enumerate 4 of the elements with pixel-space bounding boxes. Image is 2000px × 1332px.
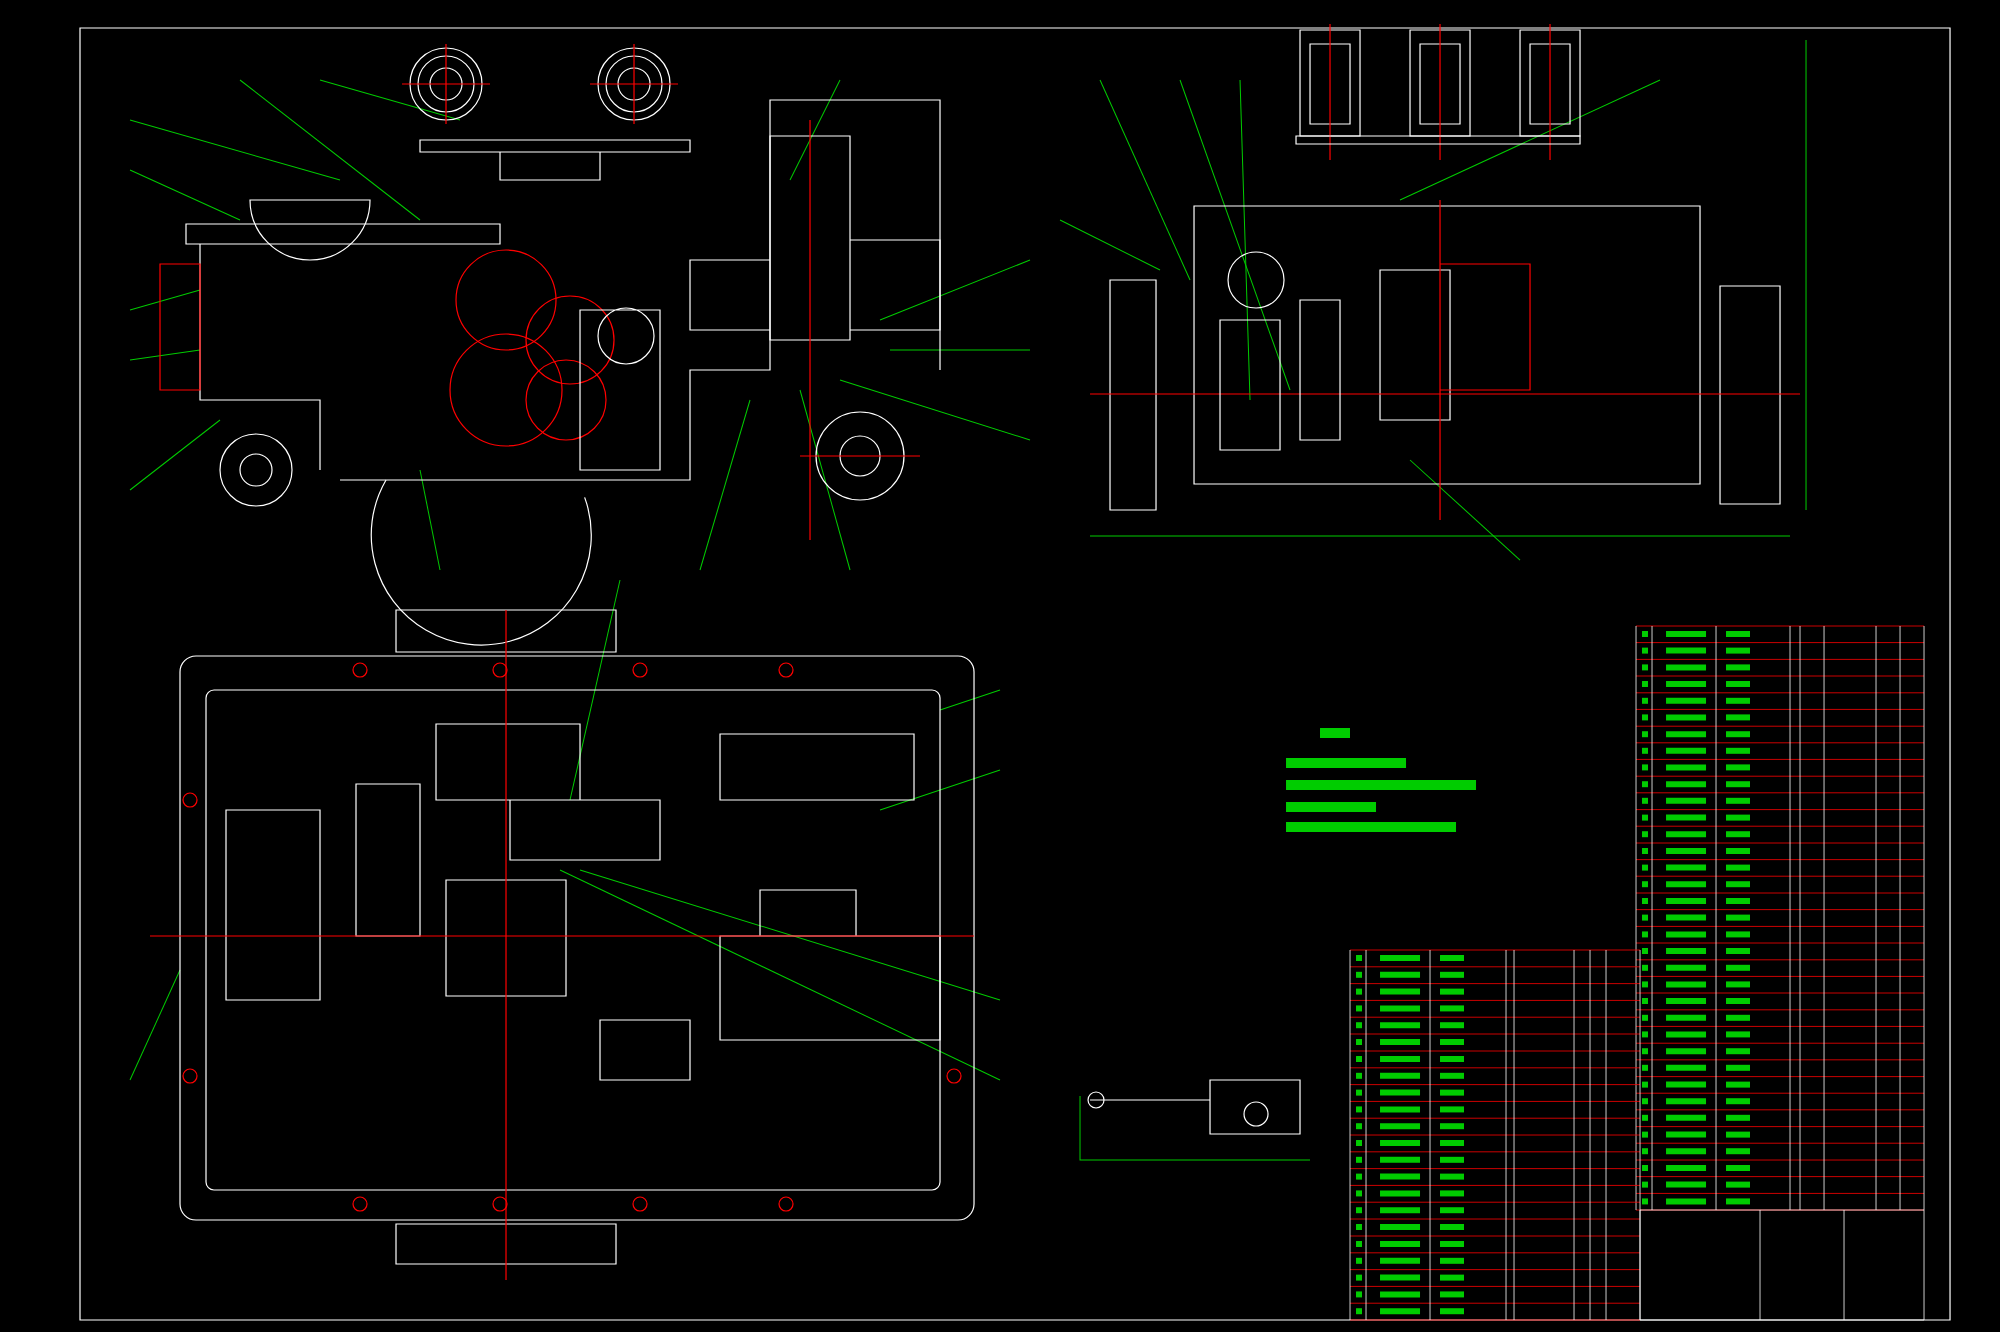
- side-view-drawing: [159, 43, 941, 646]
- top-view-drawing: [149, 609, 975, 1281]
- detail-view-drawing: [1079, 1079, 1311, 1161]
- end-view-drawing: [1089, 23, 1807, 537]
